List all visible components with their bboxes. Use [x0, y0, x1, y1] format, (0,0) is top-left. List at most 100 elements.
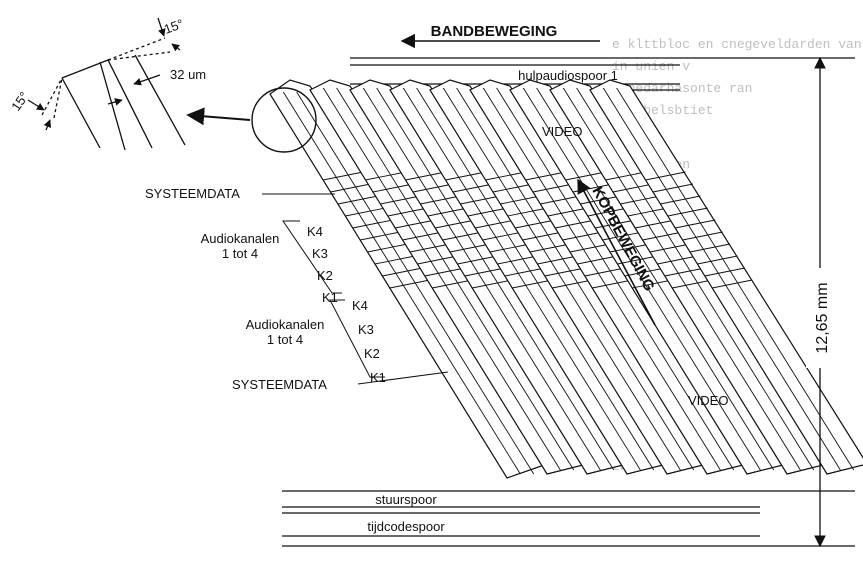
- svg-text:in unien v: in unien v: [612, 59, 690, 74]
- video-label-top: VIDEO: [542, 124, 582, 139]
- track-line: [457, 255, 498, 265]
- audio-channel-label: K2: [364, 346, 380, 361]
- track-line: [612, 183, 654, 193]
- track-line: [605, 171, 646, 181]
- track-line: [282, 91, 521, 475]
- svg-text:1 tot 4: 1 tot 4: [222, 246, 258, 261]
- track-line: [376, 87, 615, 471]
- track-line: [624, 267, 665, 277]
- track-line: [409, 243, 451, 253]
- track-line: [500, 195, 541, 205]
- track-line: [609, 243, 651, 253]
- track-line: [544, 267, 585, 277]
- track-line: [704, 267, 745, 277]
- track-line: [496, 87, 735, 471]
- svg-text:Audiokanalen: Audiokanalen: [246, 317, 325, 332]
- tape-width-label: 12,65 mm: [814, 282, 831, 353]
- track-line: [664, 267, 705, 277]
- track-line: [427, 207, 468, 217]
- track-line: [645, 171, 686, 181]
- track-line: [562, 87, 801, 471]
- track-line: [460, 195, 501, 205]
- track-line: [380, 195, 421, 205]
- track-line: [576, 87, 815, 471]
- track-line: [456, 87, 695, 471]
- track-line: [536, 87, 775, 471]
- track-line: [652, 183, 694, 193]
- svg-text:Audiokanalen: Audiokanalen: [201, 231, 280, 246]
- track-line: [642, 231, 683, 241]
- track-line: [697, 255, 738, 265]
- helical-tracks: [269, 79, 863, 479]
- audio-channel-label: K2: [317, 268, 333, 283]
- track-line: [667, 207, 708, 217]
- audio-channel-label: K3: [312, 246, 328, 261]
- track-line: [472, 279, 513, 289]
- track-line: [587, 207, 628, 217]
- track-line: [424, 267, 465, 277]
- tape-width-dimension: 12,65 mm: [806, 56, 834, 548]
- track-line: [442, 231, 483, 241]
- track-line: [416, 87, 655, 471]
- track-line: [657, 255, 698, 265]
- track-line: [330, 183, 371, 193]
- track-line: [580, 195, 621, 205]
- track-line: [402, 231, 443, 241]
- track-line: [467, 207, 508, 217]
- track-line: [620, 195, 661, 205]
- track-line: [672, 279, 713, 289]
- track-line: [445, 171, 486, 181]
- track-line: [504, 267, 545, 277]
- track-line: [602, 87, 841, 471]
- track-line: [532, 183, 574, 193]
- track-line: [322, 87, 561, 471]
- track-line: [449, 243, 491, 253]
- track-line: [660, 195, 701, 205]
- track-line: [360, 231, 401, 241]
- band-motion-label: BANDBEWEGING: [431, 23, 558, 40]
- track-line: [689, 243, 731, 253]
- audio-channel-label: K1: [322, 290, 338, 305]
- track-line: [389, 279, 430, 289]
- track-line: [322, 171, 364, 181]
- angle-left-label: 15°: [8, 89, 32, 114]
- audio-channel-label: K3: [358, 322, 374, 337]
- aux-audio-track-label: hulpaudiospoor 1: [518, 68, 618, 83]
- track-line: [537, 255, 578, 265]
- svg-text:nonedarhasonte ran: nonedarhasonte ran: [612, 81, 752, 96]
- track-line: [432, 279, 473, 289]
- track-line: [374, 255, 416, 265]
- track-line: [617, 255, 658, 265]
- track-line: [525, 171, 566, 181]
- video-label-bottom: VIDEO: [688, 393, 728, 408]
- track-line: [402, 87, 641, 471]
- track-line: [475, 219, 516, 229]
- track-line: [395, 219, 436, 229]
- track-line: [485, 171, 526, 181]
- track-line: [352, 219, 393, 229]
- track-line: [492, 183, 534, 193]
- track-line: [595, 219, 636, 229]
- track-line: [337, 195, 378, 205]
- track-detail-inset: [27, 17, 186, 151]
- track-line: [482, 87, 721, 471]
- track-line: [547, 207, 588, 217]
- track-line: [442, 87, 681, 471]
- track-line: [435, 219, 476, 229]
- system-data-label-bottom: SYSTEEMDATA: [232, 377, 327, 392]
- track-line: [412, 183, 454, 193]
- audio-channel-label: K4: [352, 298, 368, 313]
- track-line: [577, 255, 618, 265]
- system-data-label-top: SYSTEEMDATA: [145, 186, 240, 201]
- track-line: [592, 279, 633, 289]
- track-line: [522, 231, 563, 241]
- band-motion-indicator: BANDBEWEGING: [400, 23, 600, 49]
- track-line: [452, 183, 494, 193]
- track-line: [540, 195, 581, 205]
- audio-channel-label: K4: [307, 224, 323, 239]
- track-line: [336, 87, 575, 471]
- track-line: [675, 219, 716, 229]
- track-line: [372, 183, 414, 193]
